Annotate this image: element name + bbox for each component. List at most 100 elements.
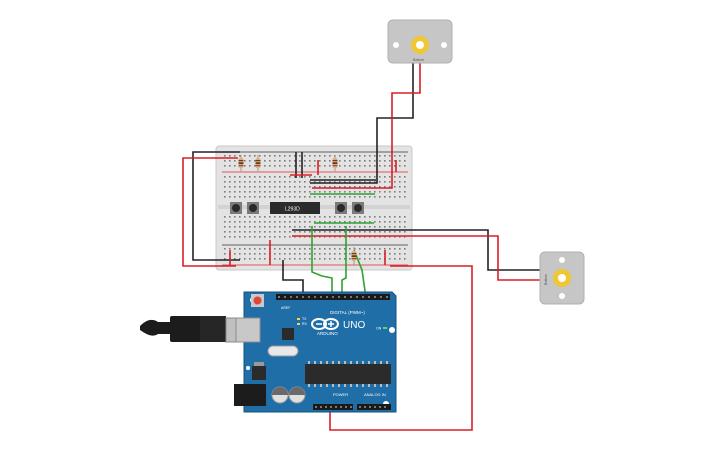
breadboard-hole	[289, 155, 291, 157]
breadboard-hole	[274, 186, 276, 188]
breadboard-hole	[404, 191, 406, 193]
breadboard-hole	[224, 196, 226, 198]
wire-signal-2[interactable]	[341, 226, 347, 298]
wire-power-5v[interactable]	[329, 265, 473, 431]
breadboard-hole	[369, 196, 371, 198]
breadboard-hole	[389, 231, 391, 233]
motor-mount-hole-bottom	[559, 293, 565, 299]
breadboard-hole	[329, 216, 331, 218]
breadboard-hole	[394, 258, 396, 260]
wire-motor-top-black[interactable]	[310, 63, 414, 184]
push-button-3[interactable]	[335, 202, 347, 214]
breadboard-hole	[299, 191, 301, 193]
breadboard-hole	[284, 196, 286, 198]
breadboard-hole	[404, 155, 406, 157]
breadboard-hole	[224, 258, 226, 260]
breadboard-hole	[389, 258, 391, 260]
push-button-4[interactable]	[352, 202, 364, 214]
dc-motor-right[interactable]: Bottom	[539, 251, 585, 305]
breadboard-hole	[279, 216, 281, 218]
breadboard-hole	[394, 186, 396, 188]
breadboard-hole	[259, 258, 261, 260]
breadboard-hole	[239, 181, 241, 183]
breadboard-hole	[379, 253, 381, 255]
breadboard-hole	[344, 181, 346, 183]
breadboard-hole	[364, 186, 366, 188]
dc-motor-top[interactable]: Bottom	[387, 19, 453, 64]
breadboard-hole	[404, 231, 406, 233]
tx-label: TX	[302, 317, 307, 321]
push-button-2[interactable]	[247, 202, 259, 214]
breadboard-hole	[324, 186, 326, 188]
wire-signal-1[interactable]	[311, 226, 333, 298]
breadboard-hole	[374, 231, 376, 233]
breadboard-hole	[349, 216, 351, 218]
motor-mount-hole-top	[559, 257, 565, 263]
wire-rail-bridge-red[interactable]	[182, 157, 238, 267]
breadboard-hole	[279, 186, 281, 188]
breadboard-hole	[404, 221, 406, 223]
breadboard-hole	[239, 155, 241, 157]
reset-button[interactable]	[253, 296, 262, 305]
breadboard-hole	[379, 181, 381, 183]
power-barrel-jack[interactable]	[234, 384, 266, 406]
breadboard-hole	[284, 258, 286, 260]
capacitor-right-top	[289, 387, 305, 395]
motor-mount-hole-left	[393, 42, 399, 48]
header-pin	[314, 296, 316, 298]
wire-signal-3[interactable]	[353, 249, 367, 299]
wire-motor-right-red[interactable]	[292, 235, 540, 281]
breadboard-hole	[374, 196, 376, 198]
breadboard-hole	[319, 231, 321, 233]
breadboard-hole	[234, 160, 236, 162]
resistor-2[interactable]	[255, 155, 261, 171]
breadboard-hole	[384, 165, 386, 167]
resistor-4[interactable]	[351, 247, 357, 265]
resistor-3[interactable]	[332, 155, 338, 171]
breadboard-hole	[369, 221, 371, 223]
breadboard-hole	[329, 186, 331, 188]
breadboard-hole	[339, 186, 341, 188]
wire-ground[interactable]	[282, 260, 304, 298]
breadboard-hole	[279, 155, 281, 157]
breadboard-hole	[249, 165, 251, 167]
chip-pin	[368, 361, 370, 364]
breadboard-hole	[384, 176, 386, 178]
breadboard-hole	[269, 181, 271, 183]
breadboard-hole	[339, 221, 341, 223]
header-pin	[284, 296, 286, 298]
breadboard-hole	[314, 248, 316, 250]
breadboard-hole	[369, 191, 371, 193]
breadboard-hole	[339, 231, 341, 233]
chip-pin	[314, 384, 316, 387]
aref-label: AREF	[281, 306, 290, 310]
wire-motor-right-black[interactable]	[292, 229, 540, 271]
breadboard-hole	[384, 181, 386, 183]
breadboard-hole	[309, 165, 311, 167]
breadboard-hole	[224, 248, 226, 250]
wire-rail-bridge-black[interactable]	[192, 151, 240, 261]
breadboard-hole	[344, 165, 346, 167]
breadboard-hole	[344, 191, 346, 193]
power-header[interactable]	[313, 404, 353, 410]
header-pin	[326, 296, 328, 298]
breadboard-hole	[394, 191, 396, 193]
breadboard-hole	[394, 216, 396, 218]
resistor-1[interactable]	[238, 155, 244, 171]
breadboard-hole	[394, 155, 396, 157]
breadboard-hole	[244, 160, 246, 162]
breadboard-hole	[249, 226, 251, 228]
arduino-uno-board[interactable]: DIGITAL (PWM~) AREF ARDUINO UNO TX RX ON	[234, 291, 397, 413]
breadboard-hole	[339, 191, 341, 193]
chip-pin	[356, 384, 358, 387]
push-button-1[interactable]	[230, 202, 242, 214]
motor-driver-ic[interactable]: L293D	[270, 198, 320, 214]
wire-motor-top-red[interactable]	[312, 63, 421, 189]
breadboard-hole	[229, 176, 231, 178]
breadboard-hole	[329, 160, 331, 162]
breadboard-hole	[384, 160, 386, 162]
breadboard-hole	[279, 248, 281, 250]
breadboard-hole	[369, 226, 371, 228]
breadboard-hole	[399, 155, 401, 157]
breadboard-hole	[339, 226, 341, 228]
